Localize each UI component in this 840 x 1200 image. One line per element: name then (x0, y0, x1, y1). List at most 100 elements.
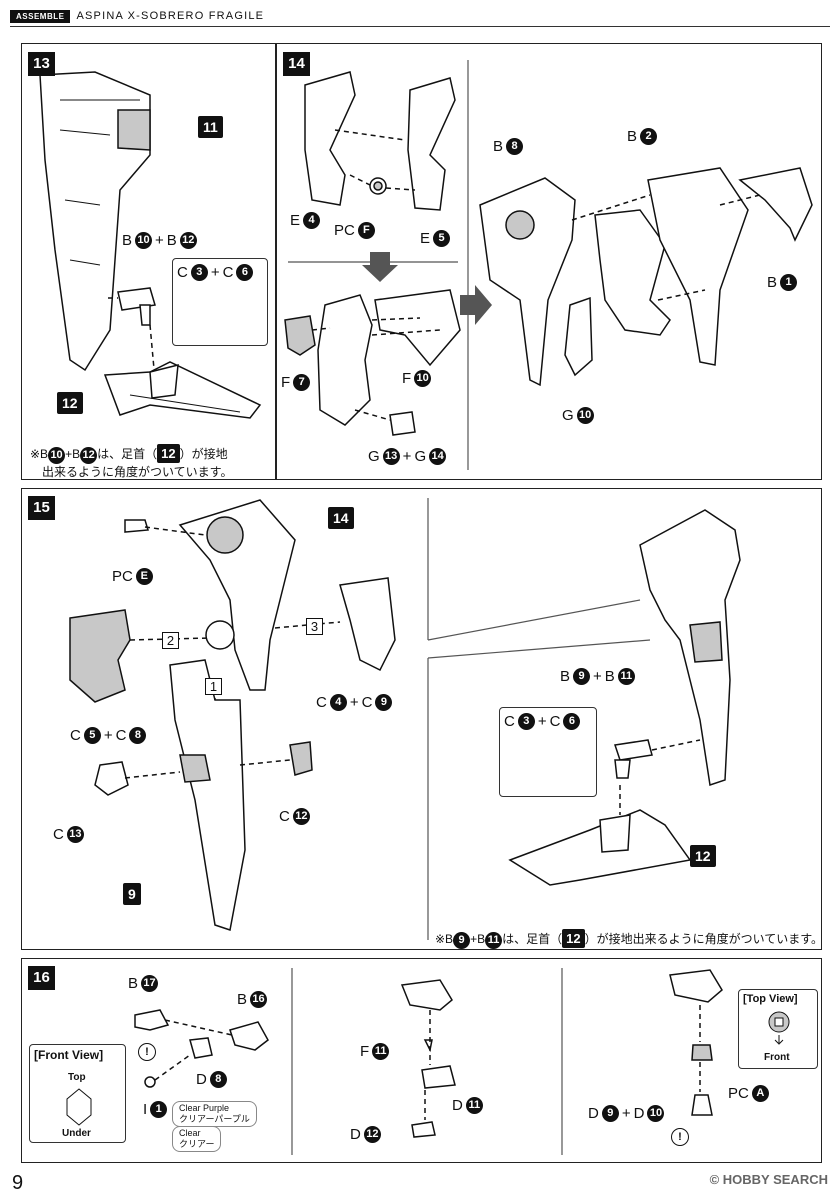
color-note: Clear Purple (179, 1103, 230, 1113)
part-number-badge: E (135, 568, 153, 585)
part-letter: B (237, 991, 248, 1008)
part-letter: PC (334, 222, 355, 239)
hexagon-shape (66, 1088, 92, 1126)
part-letter: I (143, 1101, 148, 1118)
part-number-badge: 3 (517, 713, 535, 730)
part-letter: D (452, 1097, 463, 1114)
plus-sign: + (402, 448, 412, 465)
part-callout: 11 (198, 116, 223, 138)
step-15-zoom-line-top (427, 599, 641, 641)
plus-sign: + (593, 668, 602, 685)
plus-sign: + (210, 264, 220, 281)
part-letter: C (222, 264, 234, 281)
part-callout: 12 (690, 845, 716, 867)
part-number-badge: 10 (576, 407, 594, 424)
part-number-badge: 16 (250, 991, 268, 1008)
part-letter: F (360, 1043, 370, 1060)
part-letter: C (549, 713, 561, 730)
clear-note: Clear クリアー (172, 1126, 222, 1152)
page-number: 9 (12, 1172, 24, 1194)
header-rule (10, 26, 830, 27)
part-number-badge: 9 (375, 694, 393, 711)
note-text: ）が接地 (179, 447, 228, 461)
caution-marker: ! (671, 1128, 689, 1146)
note-text: +B (65, 447, 81, 461)
color-note: クリアー (179, 1139, 215, 1149)
part-number-badge: 10 (48, 447, 66, 464)
part-number-badge: 9 (573, 668, 591, 685)
inset-title: [Front View] (34, 1048, 104, 1062)
part-letter: E (290, 212, 301, 229)
part-label-c5-c8: C 5 + C 8 (70, 727, 147, 744)
part-number-badge: 4 (303, 212, 321, 229)
inset-box (499, 707, 597, 797)
part-number-badge: 9 (453, 932, 471, 949)
part-number-badge: 5 (83, 727, 101, 744)
part-letter: C (361, 694, 373, 711)
part-letter: PC (728, 1085, 749, 1102)
front-view-inset: [Front View] Top Under (29, 1044, 126, 1143)
part-letter: E (420, 230, 431, 247)
step-number: 14 (283, 52, 310, 76)
note-text: は、足首（ (97, 447, 158, 461)
part-letter: C (115, 727, 127, 744)
part-number-badge: F (357, 222, 375, 239)
part-number-badge: 1 (780, 274, 798, 291)
note-text: ※B (30, 447, 49, 461)
caution-icon: ! (138, 1043, 156, 1061)
clear-purple-note: Clear Purple クリアーパープル (172, 1101, 257, 1127)
step-14-shin-armor (479, 167, 813, 387)
color-note: Clear (179, 1128, 201, 1138)
part-callout: 12 (562, 929, 585, 948)
part-number-badge: 11 (465, 1097, 483, 1114)
step-number: 15 (28, 496, 55, 520)
part-letter: C (279, 808, 290, 825)
inset-title: [Top View] (743, 993, 798, 1005)
plus-sign: + (155, 232, 164, 249)
step-14-subassembly (284, 71, 492, 436)
step-16-head-parts (134, 969, 723, 1138)
part-letter: G (562, 407, 574, 424)
part-number-badge: 12 (363, 1126, 381, 1143)
step-16-panel (21, 958, 822, 1163)
part-letter: D (633, 1105, 645, 1122)
watermark: © HOBBY SEARCH (709, 1172, 828, 1187)
order-marker: 3 (306, 618, 323, 635)
part-letter: C (177, 264, 188, 281)
part-label-g13-g14: G 13 + G 14 (368, 448, 447, 465)
part-number-badge: 10 (647, 1105, 665, 1122)
step-13-panel (21, 43, 276, 480)
part-callout: 14 (328, 507, 354, 529)
orientation-label: Front (764, 1052, 790, 1063)
plus-sign: + (349, 694, 359, 711)
plus-sign: + (537, 713, 547, 730)
plus-sign: + (103, 727, 113, 744)
part-number-badge: 12 (292, 808, 310, 825)
part-letter: B (604, 668, 615, 685)
part-number-badge: 2 (640, 128, 658, 145)
part-number-badge: 12 (179, 232, 197, 249)
step-number: 16 (28, 966, 55, 990)
part-callout: 12 (157, 444, 180, 463)
part-number-badge: 1 (150, 1101, 168, 1118)
step-13-leg-illustration (39, 71, 262, 419)
orientation-label: Under (62, 1128, 91, 1139)
part-number-badge: 6 (236, 264, 254, 281)
part-number-badge: 8 (506, 138, 524, 155)
part-letter: B (767, 274, 778, 291)
part-number-badge: 5 (433, 230, 451, 247)
part-number-badge: 4 (329, 694, 347, 711)
part-letter: B (560, 668, 571, 685)
plus-sign: + (621, 1105, 631, 1122)
